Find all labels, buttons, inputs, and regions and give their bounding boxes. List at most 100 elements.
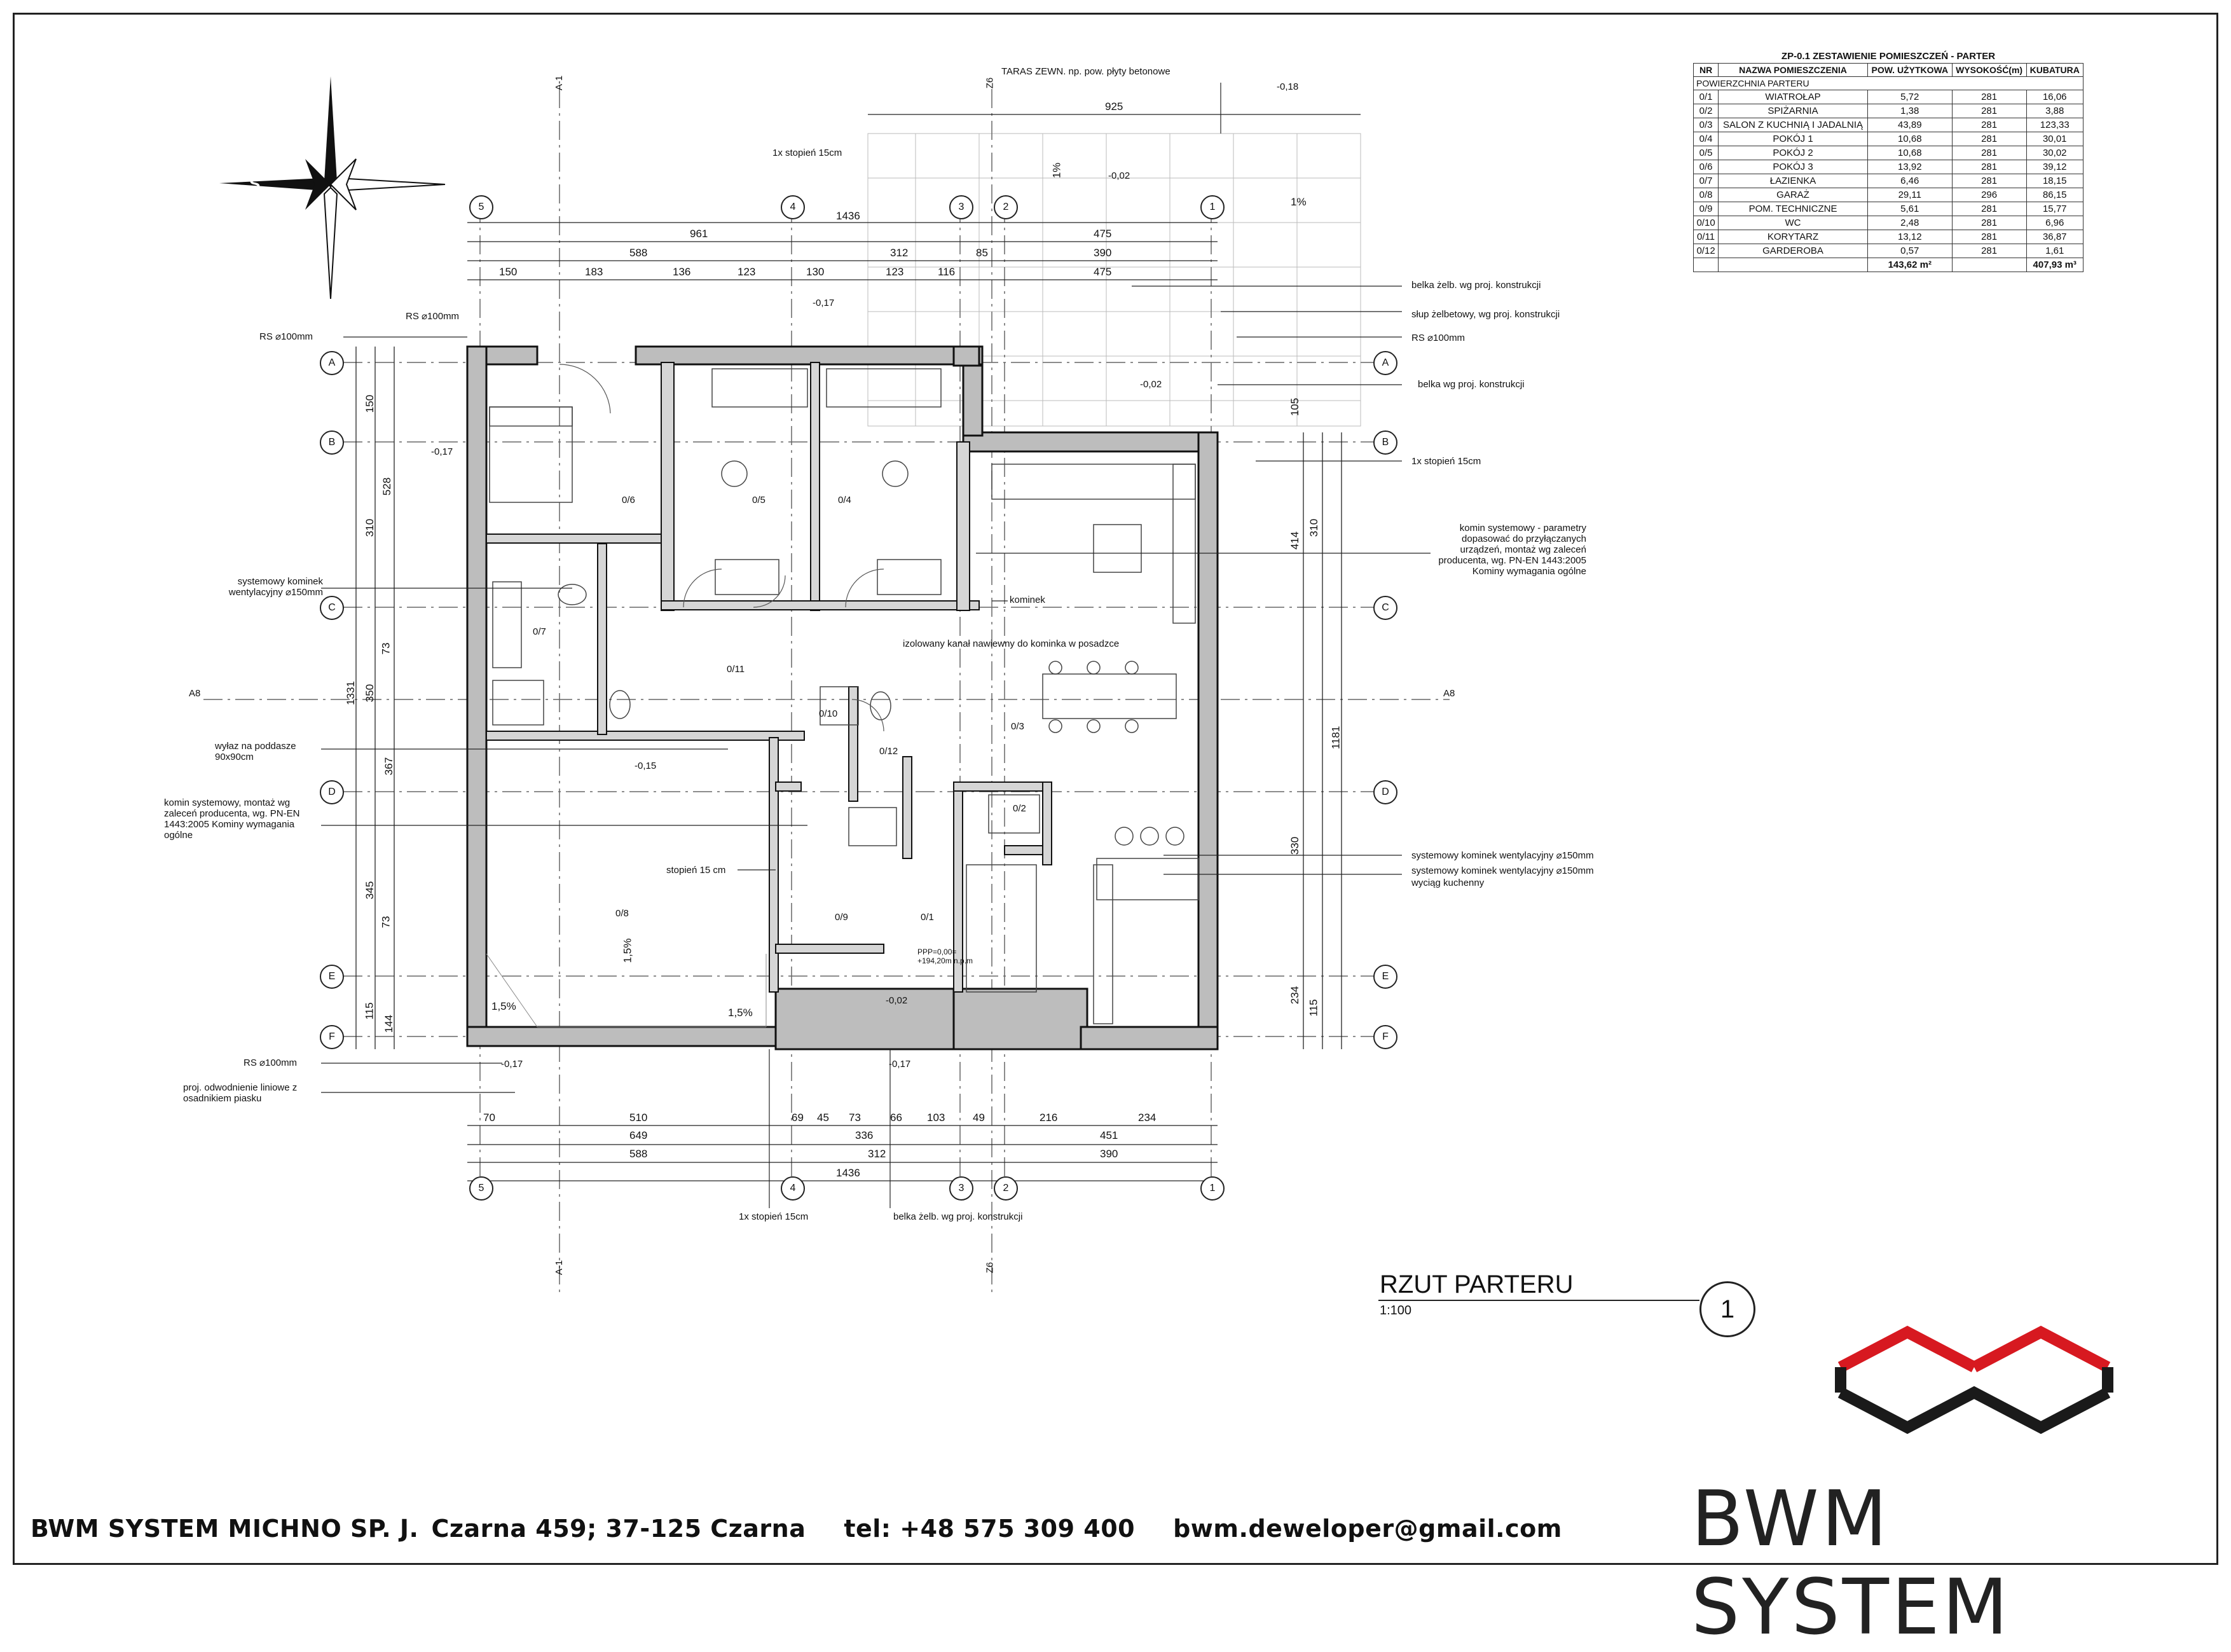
air-channel-note: izolowany kanał nawiewny do kominka w po… (903, 638, 1120, 649)
column-note: słup żelbetowy, wg proj. konstrukcji (1411, 309, 1560, 320)
grid-bubble-2-bottom: 2 (994, 1176, 1018, 1201)
table-cell-nr: 0/6 (1692, 160, 1719, 174)
dim-top-r3: 123 (738, 266, 756, 278)
grid-bubble-3-top: 3 (949, 195, 973, 219)
rs-note-left: RS ⌀100mm (259, 331, 313, 342)
dim-left: 144 (383, 1014, 395, 1033)
table-cell-name: SALON Z KUCHNIĄ I JADALNIĄ (1718, 118, 1868, 132)
level-mark: -0,17 (431, 446, 453, 457)
fireplace-note: kominek (1010, 595, 1045, 605)
table-header: KUBATURA (2026, 63, 2083, 77)
table-cell-volume: 6,96 (2026, 216, 2083, 230)
exterior-walls (466, 345, 1219, 1050)
table-cell-name: WC (1718, 216, 1868, 230)
brand-wordmark: BWM SYSTEM (1691, 1475, 2011, 1652)
table-cell-name: POKÓJ 1 (1718, 132, 1868, 146)
table-header: NR (1692, 63, 1719, 77)
dim-top-r2: 85 (976, 247, 988, 259)
interior-walls (486, 362, 1052, 993)
room-tag: 0/3 (1011, 721, 1024, 732)
table-header: NAZWA POMIESZCZENIA (1718, 63, 1868, 77)
table-cell-height: 281 (1951, 216, 2027, 230)
room-tag: 0/1 (921, 912, 934, 923)
table-cell-name: POKÓJ 3 (1718, 160, 1868, 174)
dim-bottom-r1: 510 (629, 1112, 648, 1124)
drawing-sheet (13, 13, 2218, 1565)
table-cell-nr: 0/9 (1692, 202, 1719, 216)
table-cell-height: 281 (1951, 104, 2027, 118)
grid-bubble-b-right: B (1373, 430, 1397, 455)
table-cell-height: 281 (1951, 146, 2027, 160)
grid-bubble-a-right: A (1373, 351, 1397, 375)
level-mark: -0,17 (889, 1059, 911, 1070)
dim-bottom-r1: 73 (849, 1112, 861, 1124)
dim-bottom-r3: 312 (868, 1148, 886, 1160)
table-header: POW. UŻYTKOWA (1867, 63, 1953, 77)
dim-bottom-r1: 70 (483, 1112, 495, 1124)
table-cell-volume: 1,61 (2026, 244, 2083, 258)
floor-plan-linework: S (203, 76, 2113, 1435)
grid-bubble-4-bottom: 4 (781, 1176, 805, 1201)
grid-bubble-f-right: F (1373, 1025, 1397, 1049)
dim-left: 150 (364, 394, 376, 413)
table-cell-area: 10,68 (1867, 146, 1953, 160)
dim-top-r3: 130 (806, 266, 825, 278)
dim-bottom-r1: 103 (927, 1112, 945, 1124)
table-cell-volume: 30,02 (2026, 146, 2083, 160)
table-header: WYSOKOŚĆ(m) (1951, 63, 2027, 77)
svg-text:S: S (249, 174, 260, 193)
dim-bottom-r1: 66 (890, 1112, 902, 1124)
room-tag: 0/5 (752, 495, 765, 506)
level-mark: -0,17 (501, 1059, 523, 1070)
company-name: BWM SYSTEM MICHNO SP. J. (31, 1515, 419, 1543)
dim-left: 350 (364, 684, 376, 703)
dim-left: 345 (364, 881, 376, 900)
chimney-note-right: komin systemowy - parametry dopasować do… (1438, 523, 1586, 577)
dim-left-total: 1331 (344, 681, 357, 705)
door-swings (559, 364, 884, 732)
table-cell-name: SPIŻARNIA (1718, 104, 1868, 118)
step-note-right: 1x stopień 15cm (1411, 456, 1481, 467)
level-mark: -0,15 (635, 761, 657, 771)
table-cell-volume: 18,15 (2026, 174, 2083, 188)
attic-exit-note: wyłaz na poddasze 90x90cm (215, 741, 296, 762)
dim-bottom-r1: 45 (817, 1112, 829, 1124)
table-cell-nr: 0/3 (1692, 118, 1719, 132)
dim-right: 310 (1308, 518, 1321, 537)
table-cell-area: 6,46 (1867, 174, 1953, 188)
section-mark-a1-top: A-1 (554, 75, 565, 91)
dim-top-r3: 150 (499, 266, 518, 278)
dim-left: 115 (363, 1002, 376, 1020)
dim-left: 310 (364, 518, 376, 537)
grid-bubble-1-bottom: 1 (1200, 1176, 1225, 1201)
beam-note-1: belka żelb. wg proj. konstrukcji (1411, 280, 1541, 291)
room-tag: 0/2 (1013, 803, 1026, 814)
beam-note-2: belka wg proj. konstrukcji (1418, 379, 1525, 390)
table-section-label: POWIERZCHNIA PARTERU (1693, 76, 2083, 90)
table-cell-name: WIATROŁAP (1718, 90, 1868, 104)
slope-label: 1% (1050, 162, 1063, 179)
dim-top-r1: 961 (690, 228, 708, 240)
section-mark-a8-right: A8 (1443, 688, 1455, 699)
dim-right: 234 (1289, 986, 1301, 1005)
table-cell-volume: 36,87 (2026, 230, 2083, 244)
table-cell-height: 281 (1951, 230, 2027, 244)
dim-top-r3: 475 (1094, 266, 1112, 278)
north-arrow-icon: S (219, 76, 446, 299)
rs-note-top-left: RS ⌀100mm (406, 311, 460, 322)
room-tag: 0/7 (533, 626, 546, 637)
table-cell-area: 1,38 (1867, 104, 1953, 118)
beam-note-bottom: belka żelb. wg proj. konstrukcji (893, 1211, 1023, 1222)
floor-level-note: PPP=0,00= +194,20m n.p.m (917, 947, 973, 965)
table-cell-height: 296 (1951, 188, 2027, 202)
drainage-note: proj. odwodnienie liniowe z osadnikiem p… (183, 1082, 298, 1104)
table-cell-height: 281 (1951, 174, 2027, 188)
table-cell-name: KORYTARZ (1718, 230, 1868, 244)
table-cell-height: 281 (1951, 118, 2027, 132)
grid-bubble-3-bottom: 3 (949, 1176, 973, 1201)
level-mark: -0,02 (886, 995, 908, 1006)
hood-note: wyciąg kuchenny (1411, 878, 1485, 888)
table-cell-name: POKÓJ 2 (1718, 146, 1868, 160)
